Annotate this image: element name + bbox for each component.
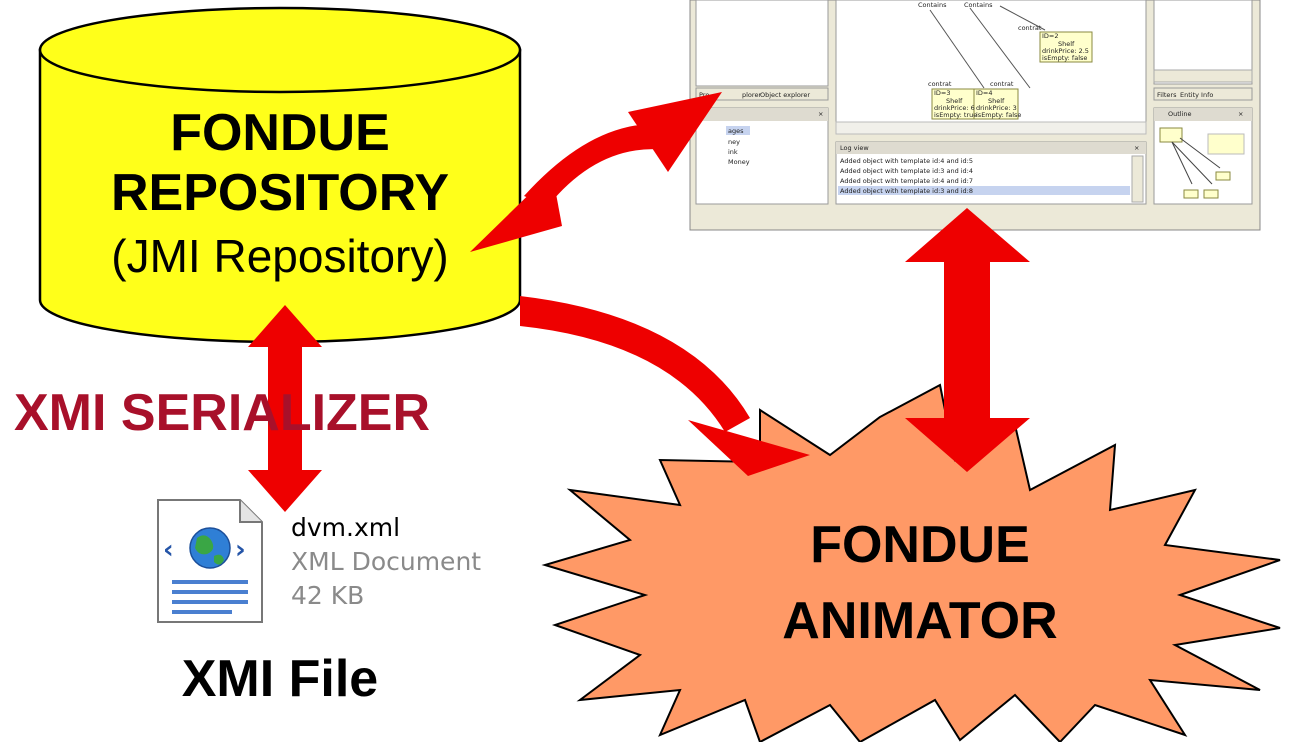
shelf-id: ID=3 — [934, 89, 951, 97]
svg-text:›: › — [235, 535, 246, 565]
tree-item: ney — [728, 138, 740, 146]
explorer-tab-partial: plorer — [742, 91, 762, 99]
explorer-tab-project: Pro — [699, 91, 710, 99]
xmi-file-caption: XMI File — [181, 650, 379, 708]
diagram-label: Contains — [964, 1, 993, 9]
shelf-title: Shelf — [946, 97, 963, 105]
log-line: Added object with template id:3 and id:8 — [840, 187, 974, 195]
repository-title-line2: REPOSITORY — [110, 164, 450, 222]
svg-text:‹: ‹ — [163, 535, 174, 565]
log-view-title: Log view — [840, 144, 869, 152]
diagram-label: contrat — [1018, 24, 1042, 32]
shelf-id: ID=4 — [976, 89, 993, 97]
file-type: XML Document — [291, 547, 482, 576]
shelf-price: drinkPrice: 3 — [976, 104, 1017, 112]
repository-subtitle: (JMI Repository) — [111, 230, 449, 282]
right-tab-filters: Filters — [1157, 91, 1177, 99]
diagram-label: contrat — [990, 80, 1014, 88]
serializer-label: XMI SERIALIZER — [14, 384, 431, 442]
animator-starburst — [541, 383, 1281, 742]
diagram-label: Contains — [918, 1, 947, 9]
outline-title: Outline — [1168, 110, 1192, 118]
shelf-empty: isEmpty: false — [1042, 54, 1088, 62]
shelf-title: Shelf — [988, 97, 1005, 105]
xml-document-icon: ‹ › — [157, 499, 263, 623]
tree-item: ages — [728, 127, 744, 135]
shelf-empty: isEmpty: false — [976, 111, 1022, 119]
animator-double-arrow — [905, 208, 1030, 472]
explorer-tab-object: Object explorer — [760, 91, 811, 99]
tree-item: ink — [728, 148, 738, 156]
log-line: Added object with template id:4 and id:5 — [840, 157, 974, 165]
animator-title-line1: FONDUE — [810, 516, 1030, 574]
outline-close-icon: × — [1238, 110, 1244, 118]
file-name: dvm.xml — [291, 513, 401, 542]
explorer-close-icon: × — [818, 110, 824, 118]
shelf-price: drinkPrice: 2.5 — [1042, 47, 1089, 55]
repository-screenshot-arrow — [470, 92, 722, 252]
right-tab-entity-info: Entity Info — [1180, 91, 1214, 99]
log-line: Added object with template id:3 and id:4 — [840, 167, 974, 175]
shelf-price: drinkPrice: 6 — [934, 104, 975, 112]
animator-title-line2: ANIMATOR — [782, 592, 1058, 650]
file-size: 42 KB — [291, 581, 365, 610]
shelf-id: ID=2 — [1042, 32, 1059, 40]
repository-cylinder — [38, 6, 522, 344]
log-line: Added object with template id:4 and id:7 — [840, 177, 974, 185]
serializer-double-arrow — [248, 305, 322, 512]
log-close-icon: × — [1134, 144, 1140, 152]
repository-title-line1: FONDUE — [170, 104, 390, 162]
repository-animator-arrow — [520, 296, 810, 476]
tree-item: Money — [728, 158, 750, 166]
shelf-empty: isEmpty: true — [934, 111, 978, 119]
shelf-title: Shelf — [1058, 40, 1075, 48]
diagram-label: contrat — [928, 80, 952, 88]
